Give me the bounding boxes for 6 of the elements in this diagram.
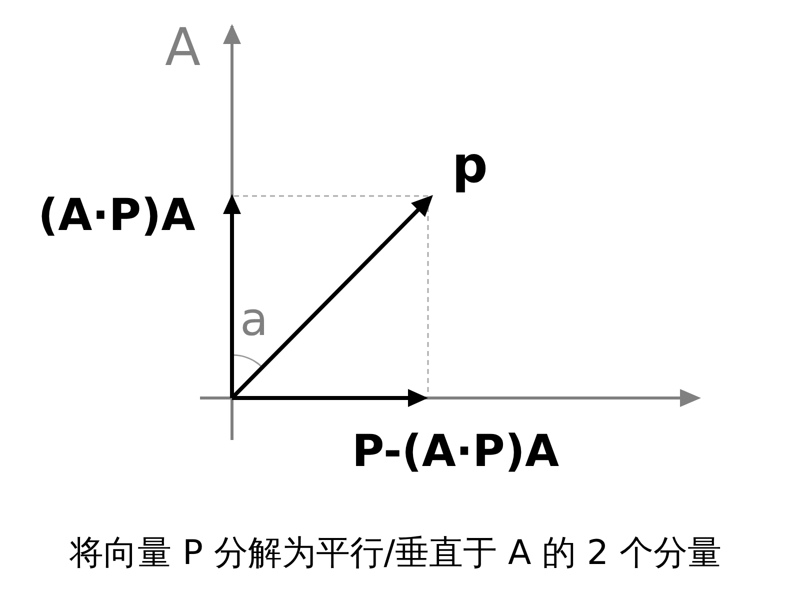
vector-label: p [452, 140, 488, 190]
angle-label: a [240, 296, 268, 342]
vector-label: (A·P)A [38, 194, 196, 238]
caption: 将向量 P 分解为平行/垂直于 A 的 2 个分量 [68, 536, 722, 570]
axis-label: A [165, 22, 201, 74]
vector-label: P-(A·P)A [352, 430, 560, 474]
